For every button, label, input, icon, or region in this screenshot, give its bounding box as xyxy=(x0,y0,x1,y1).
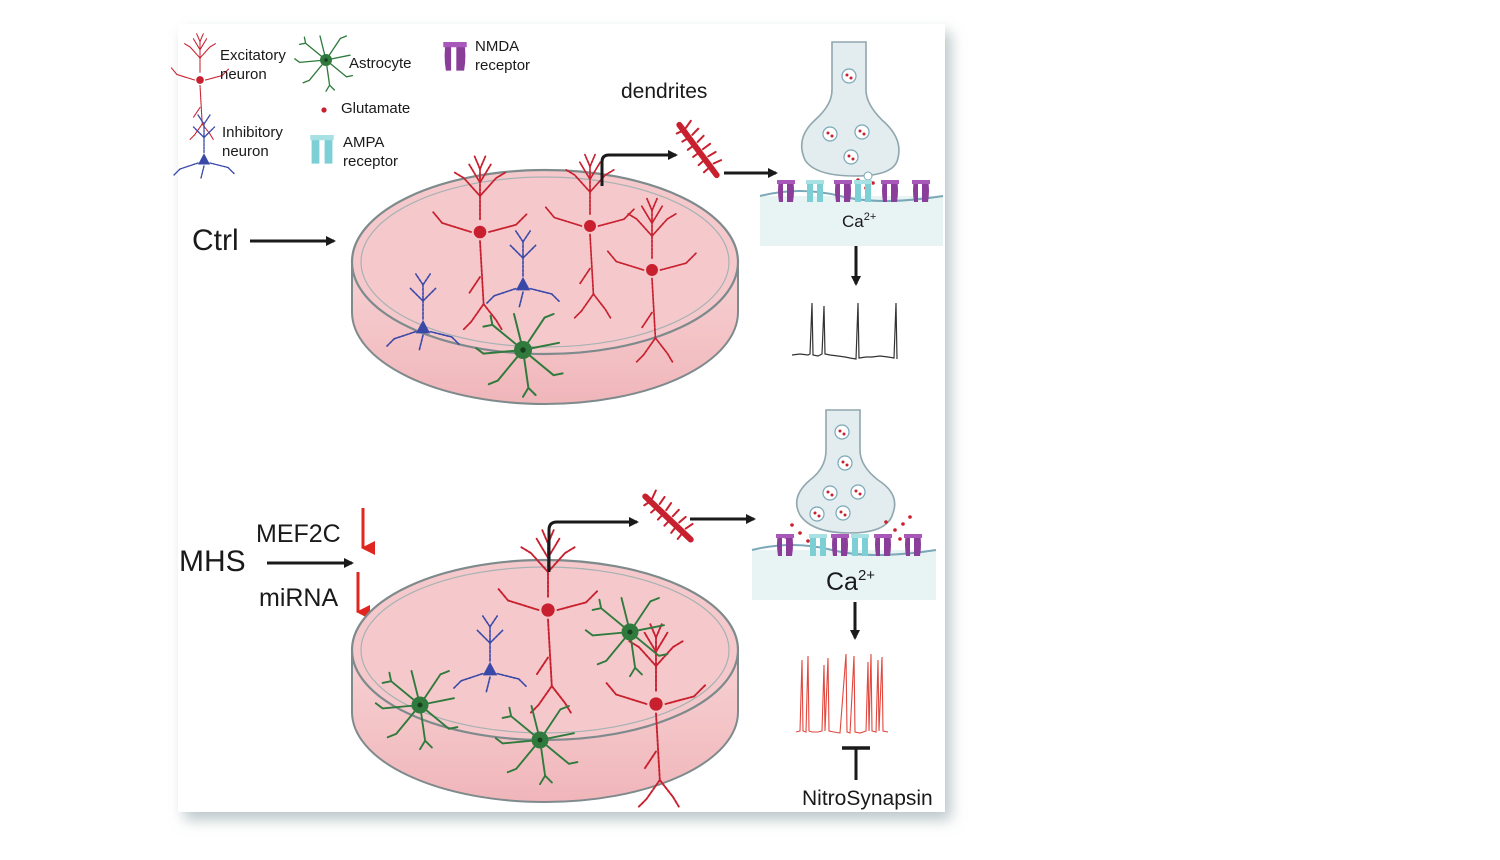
legend: Excitatory neuron Astrocyte NMDA recepto… xyxy=(170,33,530,179)
legend-excitatory-line1: Excitatory xyxy=(220,47,286,64)
mhs-to-dendrites-arrow xyxy=(547,517,639,572)
nitrosynapsin-label: NitroSynapsin xyxy=(802,787,933,810)
nitrosynapsin-inhibition-symbol xyxy=(842,746,870,780)
ctrl-dendrites-label: dendrites xyxy=(621,80,707,103)
legend-excitatory-line2: neuron xyxy=(220,66,267,83)
ctrl-synapse xyxy=(759,41,944,246)
mhs-petri-dish xyxy=(350,558,740,803)
legend-glutamate-dot-icon xyxy=(321,107,327,113)
ctrl-activity-trace xyxy=(791,302,898,360)
mhs-label: MHS xyxy=(179,545,246,578)
mhs-calcium-label: Ca2+ xyxy=(826,567,875,596)
mef2c-label: MEF2C xyxy=(256,520,341,548)
legend-nmda-line2: receptor xyxy=(475,57,530,74)
legend-nmda-line1: NMDA xyxy=(475,38,519,55)
ctrl-label: Ctrl xyxy=(192,224,239,257)
ctrl-petri-dish xyxy=(350,168,740,405)
legend-ampa-line2: receptor xyxy=(343,153,398,170)
legend-inhibitory-line1: Inhibitory xyxy=(222,124,283,141)
legend-ampa-line1: AMPA xyxy=(343,134,384,151)
mhs-activity-trace xyxy=(795,653,889,734)
legend-inhibitory-line2: neuron xyxy=(222,143,269,160)
legend-astrocyte-label: Astrocyte xyxy=(349,55,412,72)
ctrl-to-dendrites-arrow xyxy=(600,150,678,186)
mirna-label: miRNA xyxy=(259,584,338,612)
legend-glutamate-label: Glutamate xyxy=(341,100,410,117)
ctrl-calcium-label: Ca2+ xyxy=(842,211,876,231)
